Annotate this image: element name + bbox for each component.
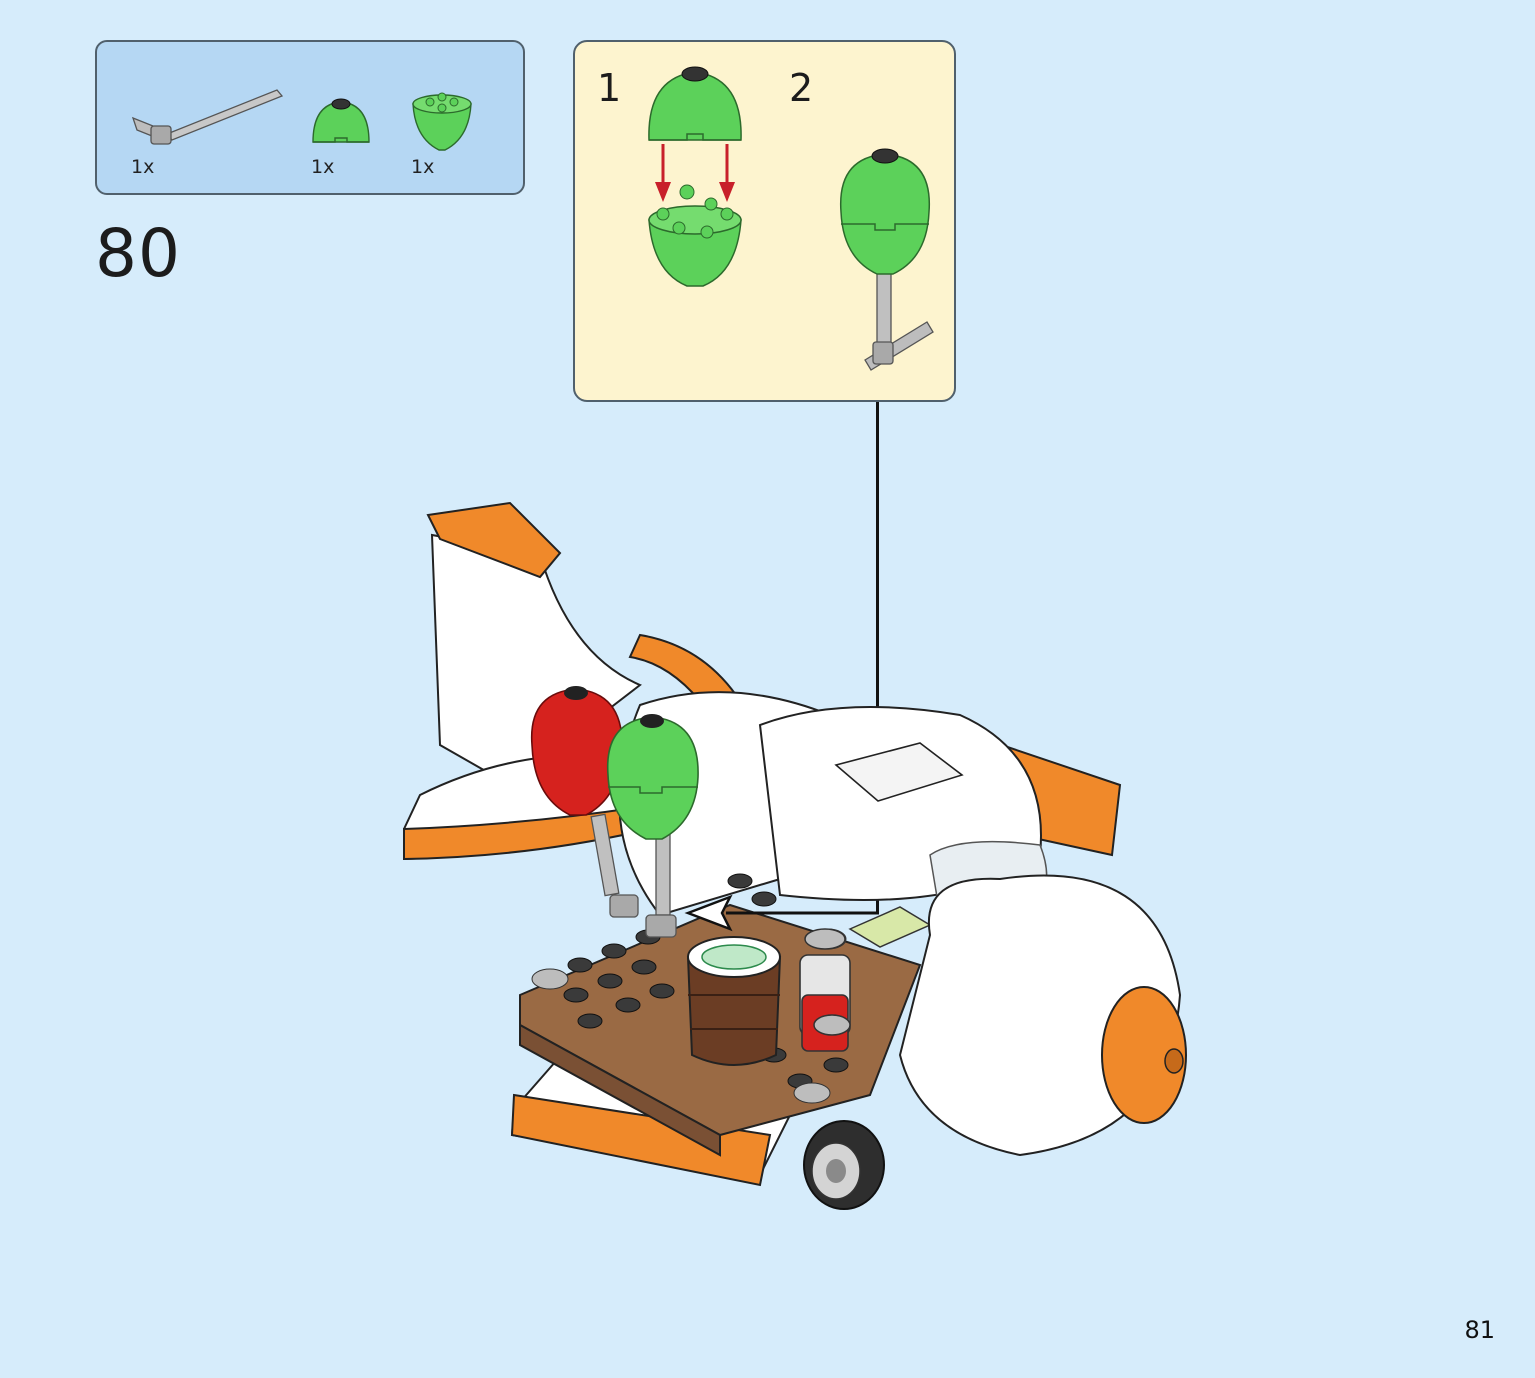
cone-plate-part-icon xyxy=(648,184,742,287)
callout-line xyxy=(876,402,879,912)
substep-illustration xyxy=(648,66,934,371)
substep-label-2: 2 xyxy=(789,66,814,110)
part-bar: 1x xyxy=(127,82,287,178)
green-dome-brick-icon xyxy=(312,98,370,143)
red-bottle-icon xyxy=(799,928,851,1052)
bar-with-clip-icon xyxy=(131,89,284,145)
model-illustration xyxy=(400,495,1200,1219)
barrel-icon xyxy=(686,936,782,1066)
part-quantity: 1x xyxy=(311,156,335,178)
placement-arrow-icon xyxy=(684,894,879,932)
page-number: 81 xyxy=(1464,1316,1495,1344)
part-dome: 1x xyxy=(309,96,373,178)
substep-label-1: 1 xyxy=(597,66,622,110)
part-cone: 1x xyxy=(409,86,473,178)
balloon-assembly-icon xyxy=(839,148,934,371)
green-cone-plate-icon xyxy=(412,92,472,151)
green-balloon-icon xyxy=(606,714,699,938)
engine-nose-icon xyxy=(898,874,1187,1157)
wheel-icon xyxy=(803,1120,885,1210)
part-quantity: 1x xyxy=(411,156,435,178)
assembly-arrow-icon xyxy=(655,144,735,202)
parts-list-box: 1x 1x 1x xyxy=(95,40,525,195)
part-quantity: 1x xyxy=(131,156,155,178)
airplane-model-icon xyxy=(403,501,1187,1210)
step-number: 80 xyxy=(95,215,181,292)
substep-box: 1 2 xyxy=(573,40,956,402)
dome-part-icon xyxy=(648,66,742,141)
